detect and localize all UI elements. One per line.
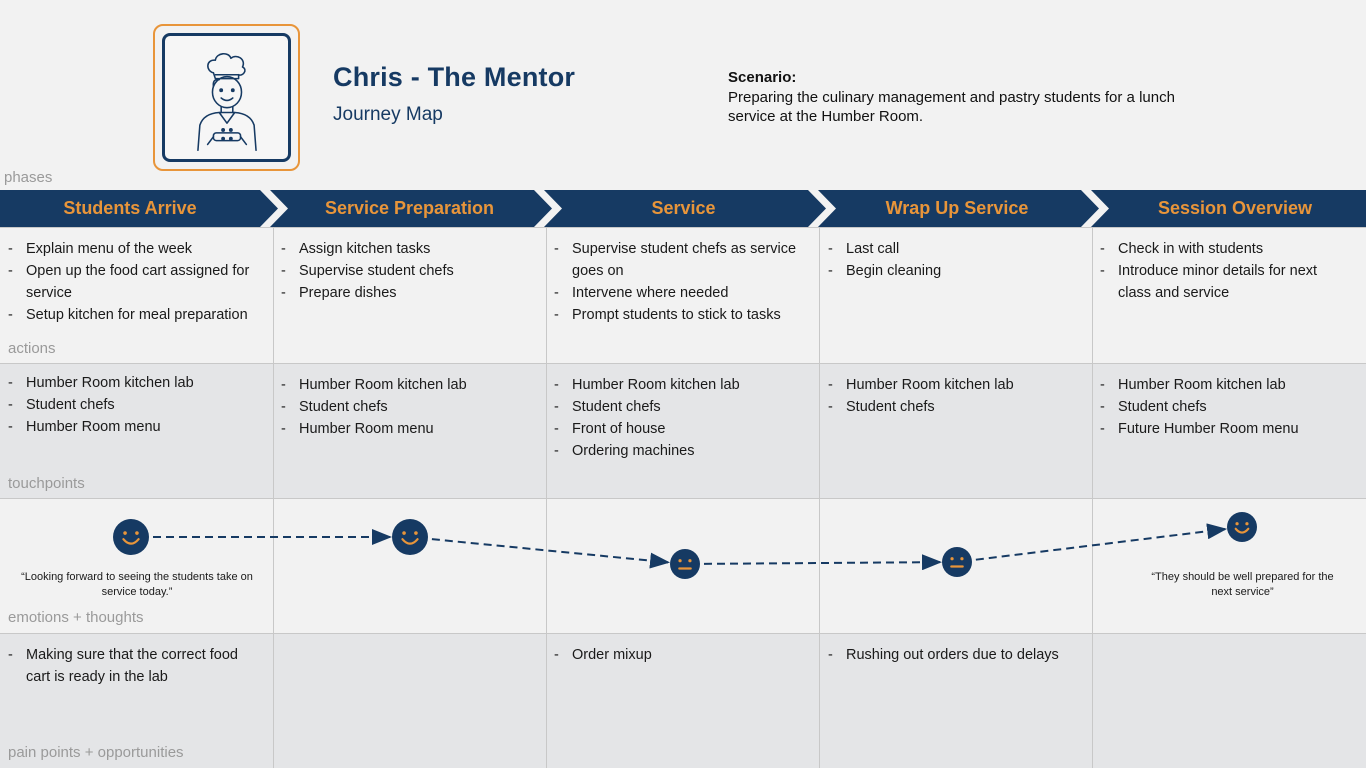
quote-students-arrive: “Looking forward to seeing the students … bbox=[21, 571, 253, 598]
neutral-face-icon bbox=[670, 549, 700, 579]
neutral-face-icon bbox=[942, 547, 972, 577]
touchpoint-item: Humber Room kitchen lab bbox=[8, 372, 258, 394]
column-divider bbox=[546, 227, 547, 768]
touchpoint-item: Humber Room menu bbox=[8, 416, 258, 438]
action-item: Check in with students bbox=[1100, 238, 1350, 260]
happy-face-icon bbox=[113, 519, 149, 555]
happy-face-icon bbox=[1227, 512, 1257, 542]
touchpoint-item: Humber Room kitchen lab bbox=[828, 374, 1078, 396]
scenario-text: Preparing the culinary management and pa… bbox=[728, 89, 1175, 125]
actions-cell: Last call Begin cleaning bbox=[828, 238, 1078, 282]
actions-cell: Check in with students Introduce minor d… bbox=[1100, 238, 1350, 304]
touchpoints-cell: Humber Room kitchen lab Student chefs Hu… bbox=[281, 374, 531, 440]
touchpoint-item: Front of house bbox=[554, 418, 804, 440]
touchpoint-item: Humber Room kitchen lab bbox=[281, 374, 531, 396]
chef-avatar bbox=[162, 33, 291, 162]
phase-service-preparation: Service Preparation bbox=[324, 198, 495, 218]
touchpoint-item: Humber Room kitchen lab bbox=[554, 374, 804, 396]
action-item: Begin cleaning bbox=[828, 260, 1078, 282]
actions-cell: Explain menu of the week Open up the foo… bbox=[8, 238, 258, 326]
touchpoints-cell: Humber Room kitchen lab Student chefs Hu… bbox=[8, 372, 258, 438]
phase-service: Service bbox=[651, 198, 716, 218]
action-item: Assign kitchen tasks bbox=[281, 238, 531, 260]
touchpoint-item: Student chefs bbox=[1100, 396, 1350, 418]
column-divider bbox=[1092, 227, 1093, 768]
touchpoint-item: Future Humber Room menu bbox=[1100, 418, 1350, 440]
pain-points-row-label: pain points + opportunities bbox=[8, 744, 184, 761]
emotion-connector-arrow bbox=[975, 523, 1228, 561]
emotions-row-label: emotions + thoughts bbox=[8, 609, 144, 626]
phase-students-arrive: Students Arrive bbox=[63, 198, 197, 218]
phases-row-label: phases bbox=[4, 169, 53, 186]
pain-points-cell: Making sure that the correct food cart i… bbox=[8, 644, 258, 688]
pain-points-cell: Order mixup bbox=[554, 644, 804, 666]
chef-illustration-icon bbox=[197, 53, 257, 152]
action-item: Supervise student chefs bbox=[281, 260, 531, 282]
actions-row-label: actions bbox=[8, 340, 56, 357]
pain-points-cell: Rushing out orders due to delays bbox=[828, 644, 1078, 666]
pain-point-item: Making sure that the correct food cart i… bbox=[8, 644, 258, 688]
touchpoint-item: Humber Room menu bbox=[281, 418, 531, 440]
action-item: Intervene where needed bbox=[554, 282, 804, 304]
phase-wrap-up-service: Wrap Up Service bbox=[885, 198, 1029, 218]
page-subtitle: Journey Map bbox=[333, 104, 443, 125]
phase-session-overview: Session Overview bbox=[1157, 198, 1313, 218]
touchpoint-item: Student chefs bbox=[281, 396, 531, 418]
phase-chevrons bbox=[0, 190, 1366, 227]
touchpoint-item: Student chefs bbox=[828, 396, 1078, 418]
pain-point-item: Order mixup bbox=[554, 644, 804, 666]
actions-cell: Supervise student chefs as service goes … bbox=[554, 238, 804, 326]
pain-points-row: Making sure that the correct food cart i… bbox=[0, 633, 1366, 768]
scenario-label: Scenario: bbox=[728, 69, 797, 86]
action-item: Explain menu of the week bbox=[8, 238, 258, 260]
emotion-connector-arrow bbox=[703, 554, 943, 571]
touchpoint-item: Ordering machines bbox=[554, 440, 804, 462]
action-item: Prompt students to stick to tasks bbox=[554, 304, 804, 326]
touchpoint-item: Student chefs bbox=[554, 396, 804, 418]
happy-face-icon bbox=[392, 519, 428, 555]
column-divider bbox=[273, 227, 274, 768]
column-divider bbox=[819, 227, 820, 768]
action-item: Introduce minor details for next class a… bbox=[1100, 260, 1350, 304]
action-item: Prepare dishes bbox=[281, 282, 531, 304]
emotion-connector-arrow bbox=[431, 538, 671, 569]
touchpoints-cell: Humber Room kitchen lab Student chefs Fu… bbox=[1100, 374, 1350, 440]
action-item: Open up the food cart assigned for servi… bbox=[8, 260, 258, 304]
touchpoints-cell: Humber Room kitchen lab Student chefs Fr… bbox=[554, 374, 804, 462]
pain-point-item: Rushing out orders due to delays bbox=[828, 644, 1078, 666]
touchpoints-row-label: touchpoints bbox=[8, 475, 85, 492]
action-item: Supervise student chefs as service goes … bbox=[554, 238, 804, 282]
persona-avatar-frame bbox=[153, 24, 300, 171]
touchpoint-item: Student chefs bbox=[8, 394, 258, 416]
quote-session-overview: “They should be well prepared for the ne… bbox=[1151, 571, 1334, 598]
phase-bar: Students Arrive Service Preparation Serv… bbox=[0, 190, 1366, 227]
touchpoints-row: Humber Room kitchen lab Student chefs Hu… bbox=[0, 363, 1366, 498]
page-title: Chris - The Mentor bbox=[333, 62, 576, 92]
actions-row: Explain menu of the week Open up the foo… bbox=[0, 227, 1366, 363]
actions-cell: Assign kitchen tasks Supervise student c… bbox=[281, 238, 531, 304]
touchpoints-cell: Humber Room kitchen lab Student chefs bbox=[828, 374, 1078, 418]
action-item: Last call bbox=[828, 238, 1078, 260]
touchpoint-item: Humber Room kitchen lab bbox=[1100, 374, 1350, 396]
action-item: Setup kitchen for meal preparation bbox=[8, 304, 258, 326]
